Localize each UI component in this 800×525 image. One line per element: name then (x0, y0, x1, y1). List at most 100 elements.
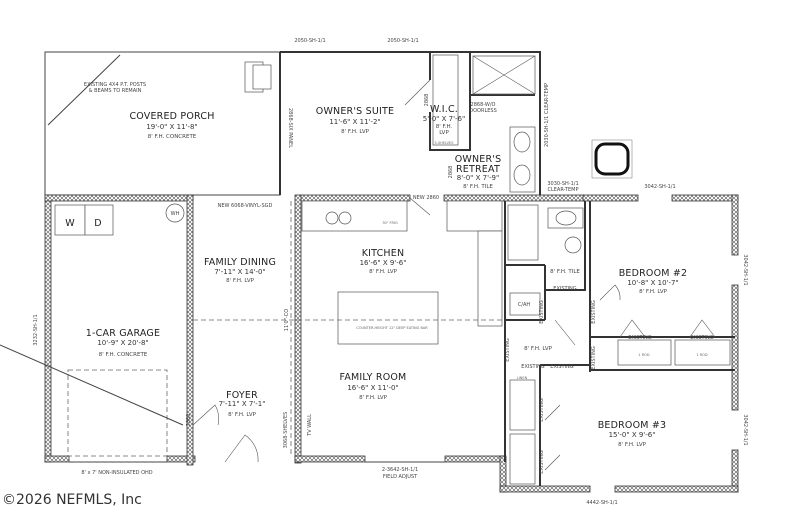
kitchen-cabinets (67, 200, 505, 457)
svg-text:FAMILY DINING: FAMILY DINING (204, 257, 276, 268)
room-label-family-room: FAMILY ROOM 16'-6" X 11'-0" 8' F.H. LVP … (307, 372, 406, 437)
svg-text:7'-11" X 14'-0": 7'-11" X 14'-0" (214, 268, 265, 276)
svg-text:BEDROOM #3: BEDROOM #3 (598, 420, 667, 431)
svg-text:2868-W/O: 2868-W/O (471, 102, 496, 108)
svg-text:8' F.H. LVP: 8' F.H. LVP (228, 412, 257, 418)
svg-text:1 ROD: 1 ROD (696, 353, 708, 357)
svg-text:TV WALL: TV WALL (307, 414, 313, 437)
svg-text:11'0"-CO: 11'0"-CO (284, 309, 290, 332)
svg-text:1 ROD: 1 ROD (638, 353, 650, 357)
svg-text:FIELD ADJUST: FIELD ADJUST (383, 474, 418, 480)
svg-text:COUNTER-HEIGHT 12" DEEP EATING: COUNTER-HEIGHT 12" DEEP EATING BAR (356, 326, 428, 330)
svg-text:3030-SH-1/1: 3030-SH-1/1 (547, 181, 578, 187)
svg-text:4442-SH-1/1: 4442-SH-1/1 (586, 500, 617, 506)
svg-text:11'-6" X 11'-2": 11'-6" X 11'-2" (329, 118, 380, 126)
svg-text:EXISTING: EXISTING (539, 450, 545, 474)
svg-text:RETREAT: RETREAT (456, 164, 500, 175)
svg-text:8' F.H. LVP: 8' F.H. LVP (369, 269, 398, 275)
svg-text:7'-11" X 7'-1": 7'-11" X 7'-1" (219, 400, 266, 408)
room-label-kitchen: KITCHEN 16'-6" X 9'-6" 8' F.H. LVP 30" F… (356, 221, 428, 330)
svg-text:FOYER: FOYER (226, 390, 258, 401)
svg-text:C/AH: C/AH (518, 302, 531, 308)
svg-text:8' x 7' NON-INSULATED OHD: 8' x 7' NON-INSULATED OHD (81, 470, 152, 476)
svg-text:D: D (94, 218, 102, 229)
svg-text:EXISTING: EXISTING (521, 364, 545, 370)
svg-text:NEW 6068-VINYL-SGD: NEW 6068-VINYL-SGD (218, 203, 273, 209)
svg-text:EXISTING: EXISTING (628, 335, 652, 341)
svg-text:2880: 2880 (186, 414, 192, 427)
svg-text:10'-9" X 20'-8": 10'-9" X 20'-8" (97, 339, 148, 347)
svg-text:NEW 2860: NEW 2860 (413, 195, 439, 201)
svg-text:DOORLESS: DOORLESS (469, 108, 497, 114)
room-label-foyer: FOYER 7'-11" X 7'-1" 8' F.H. LVP (219, 390, 266, 418)
svg-text:EXISTING: EXISTING (550, 364, 574, 370)
room-label-family-dining: FAMILY DINING 7'-11" X 14'-0" 8' F.H. LV… (204, 257, 276, 284)
svg-text:8' F.H. TILE: 8' F.H. TILE (463, 184, 493, 190)
svg-text:5'-0" X 7'-6": 5'-0" X 7'-6" (423, 115, 465, 123)
laundry (54, 203, 185, 236)
svg-text:EXISTING: EXISTING (591, 346, 597, 370)
svg-text:2050-SH-1/1: 2050-SH-1/1 (294, 38, 325, 44)
svg-text:3042-SH-1/1: 3042-SH-1/1 (742, 254, 748, 285)
svg-text:3232-SH-1/1: 3232-SH-1/1 (33, 314, 39, 345)
svg-text:8' F.H. LVP: 8' F.H. LVP (359, 395, 388, 401)
svg-text:OWNER'S: OWNER'S (455, 154, 502, 165)
svg-text:W.I.C.: W.I.C. (430, 104, 458, 115)
svg-text:8' F.H. LVP: 8' F.H. LVP (524, 346, 553, 352)
room-label-wic: W.I.C. 5'-0" X 7'-6" 8' F.H. LVP 5-SHELV… (423, 104, 465, 145)
svg-text:8' F.H. CONCRETE: 8' F.H. CONCRETE (148, 134, 197, 140)
svg-text:EXISTING: EXISTING (539, 300, 545, 324)
svg-text:EXISTING: EXISTING (591, 300, 597, 324)
svg-text:2868-SIX PANEL: 2868-SIX PANEL (287, 108, 293, 148)
svg-text:LINEN: LINEN (517, 376, 528, 380)
svg-text:CLEAR-TEMP: CLEAR-TEMP (547, 187, 578, 193)
annotations: 2050-SH-1/1 2050-SH-1/1 2868-SIX PANEL 2… (33, 38, 748, 506)
svg-text:2868: 2868 (424, 94, 430, 107)
svg-text:8' F.H. TILE: 8' F.H. TILE (550, 269, 580, 275)
svg-text:16'-6" X 11'-0": 16'-6" X 11'-0" (347, 384, 398, 392)
svg-text:8' F.H. LVP: 8' F.H. LVP (226, 278, 255, 284)
svg-text:8' F.H. LVP: 8' F.H. LVP (639, 289, 668, 295)
svg-text:15'-0" X 9'-6": 15'-0" X 9'-6" (609, 431, 656, 439)
svg-text:COVERED PORCH: COVERED PORCH (129, 111, 214, 122)
svg-text:EXISTING: EXISTING (539, 398, 545, 422)
room-label-bedroom-2: BEDROOM #2 10'-8" X 10'-7" 8' F.H. LVP (619, 268, 688, 295)
svg-text:1-CAR GARAGE: 1-CAR GARAGE (86, 328, 160, 339)
svg-text:3042-SH-1/1: 3042-SH-1/1 (742, 414, 748, 445)
svg-text:EXISTING: EXISTING (690, 335, 714, 341)
doors (192, 197, 716, 471)
svg-text:8' F.H.: 8' F.H. (436, 124, 453, 130)
room-label-owners-retreat: OWNER'S RETREAT 8'-0" X 7'-9" 8' F.H. TI… (455, 154, 502, 190)
room-label-covered-porch: COVERED PORCH 19'-0" X 11'-8" 8' F.H. CO… (84, 82, 214, 140)
svg-text:OWNER'S SUITE: OWNER'S SUITE (316, 106, 394, 117)
svg-text:EXISTING: EXISTING (553, 286, 577, 292)
owners-suite-walls (279, 51, 541, 195)
pointer-line (0, 344, 184, 426)
room-label-bath: 8' F.H. TILE C/AH 8' F.H. LVP (518, 269, 581, 352)
copyright: ©2026 NEFMLS, Inc (2, 492, 142, 508)
tub-icon (591, 139, 633, 179)
svg-text:16'-6" X 9'-6": 16'-6" X 9'-6" (360, 259, 407, 267)
svg-text:BEDROOM #2: BEDROOM #2 (619, 268, 688, 279)
room-label-owners-suite: OWNER'S SUITE 11'-6" X 11'-2" 8' F.H. LV… (316, 106, 394, 135)
svg-text:5-SHELVES: 5-SHELVES (435, 141, 455, 145)
svg-text:WH: WH (171, 211, 180, 217)
svg-text:3042-SH-1/1: 3042-SH-1/1 (644, 184, 675, 190)
svg-text:LVP: LVP (439, 130, 449, 136)
svg-text:8'-0" X 7'-9": 8'-0" X 7'-9" (457, 174, 499, 182)
svg-text:FAMILY ROOM: FAMILY ROOM (340, 372, 407, 383)
svg-text:3068-SHELVES: 3068-SHELVES (283, 412, 289, 449)
svg-text:2050-SH-1/1: 2050-SH-1/1 (387, 38, 418, 44)
room-label-garage: 1-CAR GARAGE 10'-9" X 20'-8" 8' F.H. CON… (65, 211, 179, 358)
room-label-bedroom-3: BEDROOM #3 15'-0" X 9'-6" 8' F.H. LVP (598, 420, 667, 448)
svg-text:30" FRIG: 30" FRIG (382, 221, 398, 225)
svg-text:EXISTING: EXISTING (505, 338, 511, 362)
svg-text:KITCHEN: KITCHEN (362, 248, 405, 259)
svg-text:2-3642-SH-1/1: 2-3642-SH-1/1 (382, 467, 418, 473)
svg-text:8' F.H. LVP: 8' F.H. LVP (618, 442, 647, 448)
svg-text:W: W (65, 218, 75, 229)
svg-text:8' F.H. CONCRETE: 8' F.H. CONCRETE (99, 352, 148, 358)
svg-text:19'-0" X 11'-8": 19'-0" X 11'-8" (146, 123, 197, 131)
svg-text:& BEAMS TO REMAIN: & BEAMS TO REMAIN (89, 88, 142, 94)
